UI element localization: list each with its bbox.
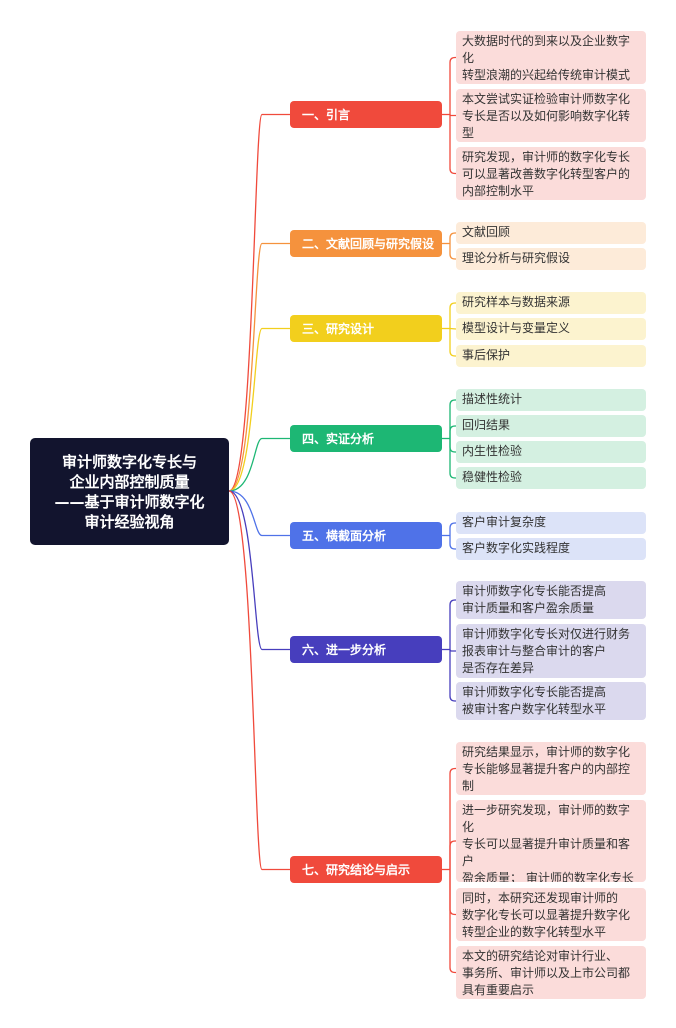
leaf-topic[interactable]: 研究结果显示，审计师的数字化 专长能够显著提升客户的内部控制 水平 <box>456 742 646 795</box>
leaf-topic[interactable]: 事后保护 <box>456 345 646 367</box>
root-branch-connector <box>228 490 290 871</box>
spine-leaf-connector <box>449 399 456 439</box>
branch-topic[interactable]: 三、研究设计 <box>290 315 442 342</box>
spine-leaf-connector <box>449 840 456 870</box>
spine-leaf-connector <box>449 649 456 702</box>
spine-leaf-connector <box>449 302 456 329</box>
spine-leaf-connector <box>449 232 456 244</box>
spine-leaf-connector <box>449 56 456 115</box>
spine-leaf-connector <box>449 438 456 479</box>
branch-topic[interactable]: 一、引言 <box>290 101 442 128</box>
leaf-topic[interactable]: 审计师数字化专长能否提高 被审计客户数字化转型水平 <box>456 682 646 720</box>
spine-leaf-connector <box>449 243 456 260</box>
root-branch-connector <box>228 113 290 492</box>
leaf-topic[interactable]: 内生性检验 <box>456 441 646 463</box>
leaf-topic[interactable]: 研究样本与数据来源 <box>456 292 646 314</box>
spine-leaf-connector <box>449 522 456 536</box>
spine-leaf-connector <box>449 869 456 974</box>
leaf-topic[interactable]: 本文尝试实证检验审计师数字化 专长是否以及如何影响数字化转型 客户的内部控制质量 <box>456 89 646 142</box>
leaf-topic[interactable]: 进一步研究发现，审计师的数字化 专长可以显著提升审计质量和客户 盈余质量； 审计… <box>456 800 646 882</box>
leaf-topic[interactable]: 审计师数字化专长对仅进行财务 报表审计与整合审计的客户 是否存在差异 <box>456 624 646 678</box>
spine-leaf-connector <box>449 767 456 870</box>
leaf-topic[interactable]: 客户数字化实践程度 <box>456 538 646 560</box>
root-branch-connector <box>228 437 290 492</box>
branch-topic[interactable]: 二、文献回顾与研究假设 <box>290 230 442 257</box>
spine-leaf-connector <box>449 328 456 357</box>
leaf-topic[interactable]: 理论分析与研究假设 <box>456 248 646 270</box>
leaf-topic[interactable]: 研究发现，审计师的数字化专长 可以显著改善数字化转型客户的 内部控制水平 <box>456 147 646 200</box>
branch-topic[interactable]: 六、进一步分析 <box>290 636 442 663</box>
root-branch-connector <box>228 490 290 651</box>
branch-topic[interactable]: 五、横截面分析 <box>290 522 442 549</box>
leaf-topic[interactable]: 本文的研究结论对审计行业、 事务所、审计师以及上市公司都 具有重要启示 <box>456 946 646 999</box>
spine-leaf-connector <box>449 599 456 650</box>
leaf-topic[interactable]: 模型设计与变量定义 <box>456 318 646 340</box>
leaf-topic[interactable]: 客户审计复杂度 <box>456 512 646 534</box>
leaf-topic[interactable]: 大数据时代的到来以及企业数字化 转型浪潮的兴起给传统审计模式 带来新的挑战 <box>456 31 646 84</box>
spine-leaf-connector <box>449 114 456 175</box>
root-branch-connector <box>228 242 290 492</box>
root-topic[interactable]: 审计师数字化专长与 企业内部控制质量 ——基于审计师数字化 审计经验视角 <box>30 438 229 545</box>
leaf-topic[interactable]: 同时，本研究还发现审计师的 数字化专长可以显著提升数字化 转型企业的数字化转型水… <box>456 888 646 941</box>
branch-topic[interactable]: 四、实证分析 <box>290 425 442 452</box>
root-branch-connector <box>228 327 290 492</box>
spine-leaf-connector <box>449 425 456 439</box>
spine-leaf-connector <box>449 535 456 550</box>
leaf-topic[interactable]: 文献回顾 <box>456 222 646 244</box>
leaf-topic[interactable]: 稳健性检验 <box>456 467 646 489</box>
root-branch-connector <box>228 490 290 537</box>
leaf-topic[interactable]: 审计师数字化专长能否提高 审计质量和客户盈余质量 <box>456 581 646 619</box>
leaf-topic[interactable]: 回归结果 <box>456 415 646 437</box>
branch-topic[interactable]: 七、研究结论与启示 <box>290 856 442 883</box>
spine-leaf-connector <box>449 327 457 330</box>
leaf-topic[interactable]: 描述性统计 <box>456 389 646 411</box>
